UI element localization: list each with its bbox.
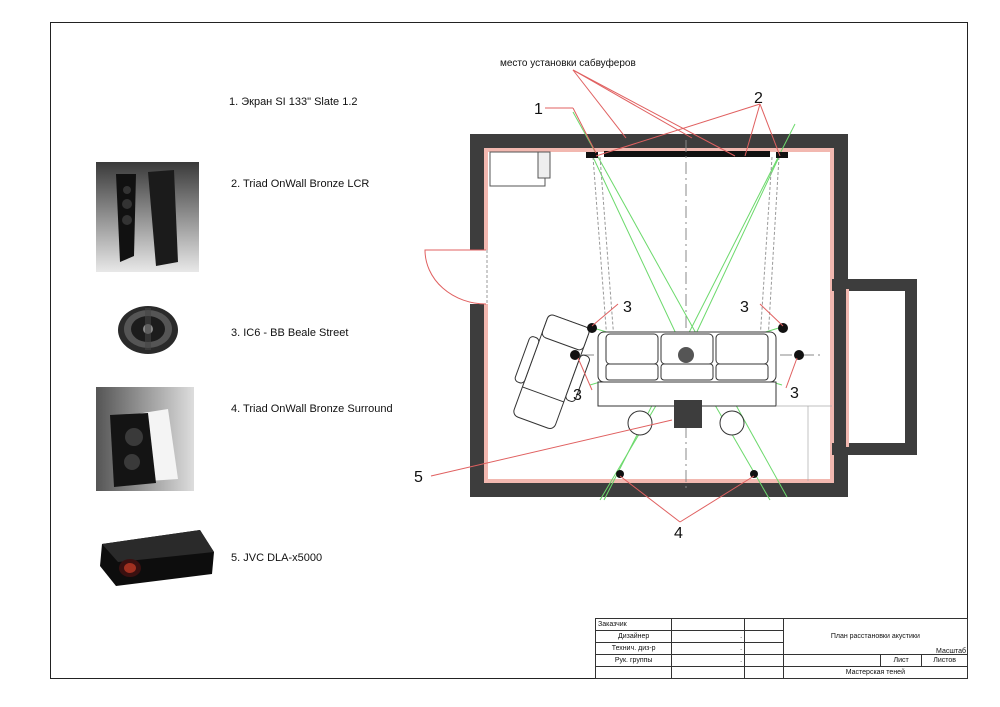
callout-5: 5 — [414, 469, 423, 486]
surround-speaker-icon — [96, 387, 194, 491]
callout-4: 4 — [674, 525, 683, 542]
projector-icon — [96, 522, 218, 590]
stamp-tech-designer: Технич. диз-р — [594, 642, 673, 655]
stamp-studio: Мастерская теней — [782, 666, 969, 679]
callout-3-a: 3 — [623, 299, 632, 316]
callout-3-b: 3 — [740, 299, 749, 316]
sofa — [597, 331, 777, 407]
stamp-sheet: Лист — [880, 654, 923, 667]
callout-3-c: 3 — [573, 387, 582, 404]
room-walls — [470, 134, 848, 497]
stamp-title: План расстановки акустики — [782, 618, 969, 655]
legend-projector: 5. JVC DLA-x5000 — [231, 552, 323, 564]
legend-screen: 1. Экран SI 133" Slate 1.2 — [229, 96, 358, 108]
callout-lines — [430, 69, 798, 523]
title-block: Заказчик План расстановки акустики Дизай… — [594, 618, 969, 679]
drawing-frame — [50, 22, 968, 679]
callout-3-d: 3 — [790, 385, 799, 402]
ceiling-speaker-icon — [112, 300, 184, 360]
callout-2: 2 — [754, 90, 763, 107]
stamp-designer: Дизайнер — [594, 630, 673, 643]
stamp-group-lead: Рук. группы — [594, 654, 673, 667]
subwoofer-note: место установки сабвуферов — [500, 57, 636, 69]
door-swing — [424, 249, 487, 305]
callout-1: 1 — [534, 101, 543, 118]
stamp-scale: Масштаб — [936, 648, 966, 655]
screen — [604, 151, 770, 157]
door-opening — [468, 250, 488, 304]
projector — [674, 400, 702, 428]
ceiling-speakers — [570, 323, 804, 360]
annex-walls — [832, 279, 917, 455]
legend-surround: 4. Triad OnWall Bronze Surround — [231, 403, 393, 415]
lcr-speaker-icon — [96, 162, 199, 272]
lcr-left — [586, 152, 598, 158]
recliner — [513, 314, 590, 429]
surround-left — [616, 470, 624, 478]
stamp-sheets: Листов — [921, 654, 968, 667]
acoustic-lining — [484, 148, 834, 483]
legend-ceiling: 3. IC6 - BB Beale Street — [231, 327, 349, 339]
stamp-customer: Заказчик — [594, 618, 673, 631]
subwoofer-center — [678, 347, 694, 363]
surround-right — [750, 470, 758, 478]
lcr-right — [776, 152, 788, 158]
legend-lcr: 2. Triad OnWall Bronze LCR — [231, 178, 370, 190]
